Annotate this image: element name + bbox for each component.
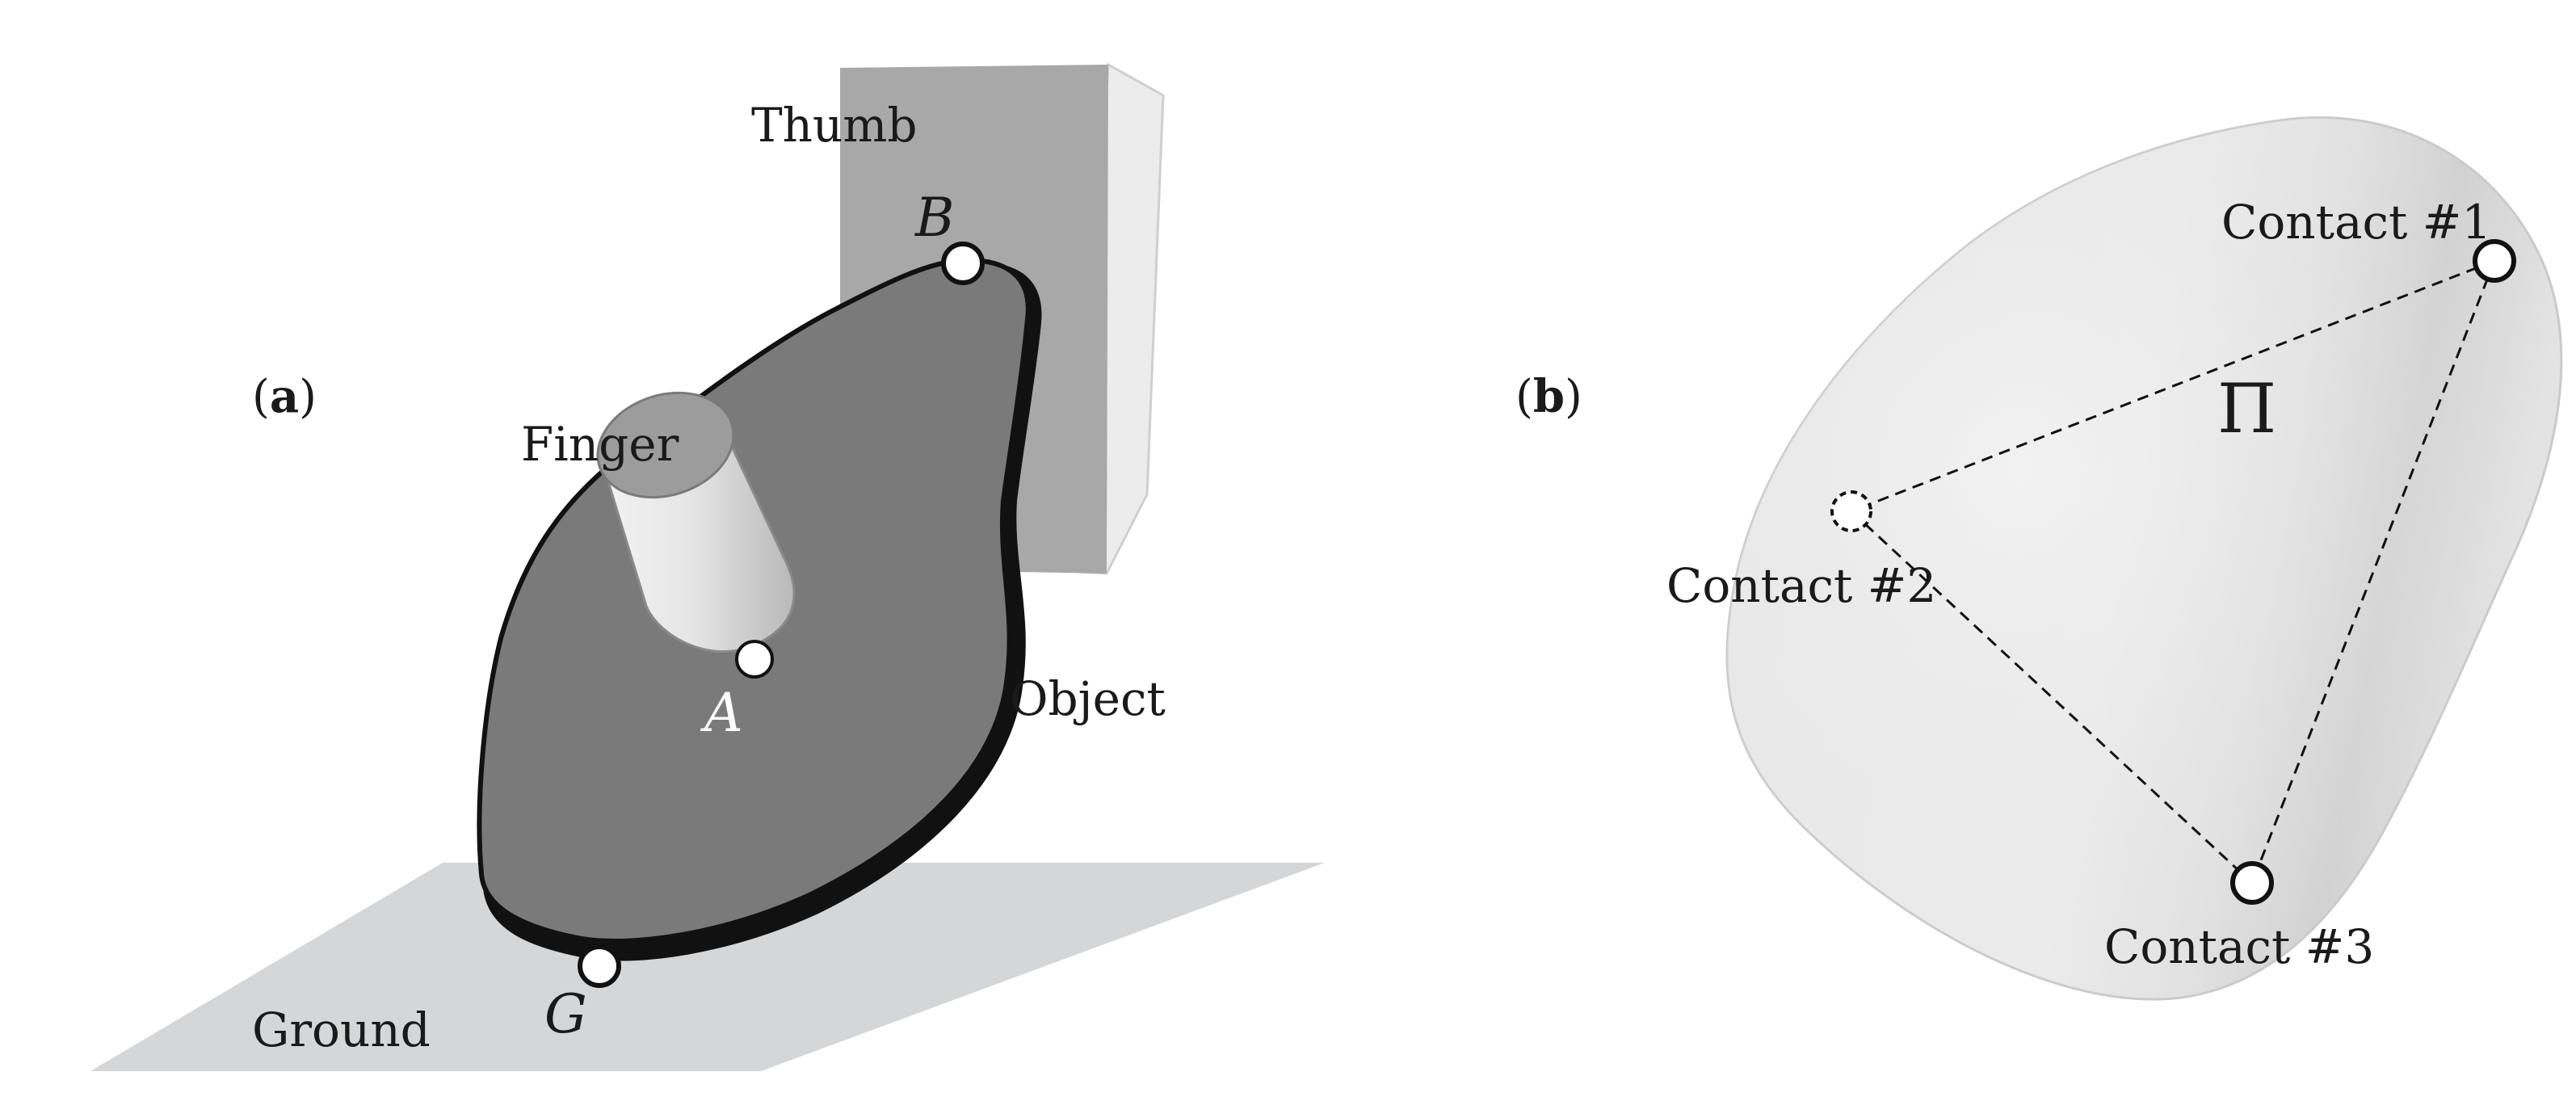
object-label: Object [1010,671,1166,726]
panel-b-label: (b) [1515,370,1582,423]
point-b-label: B [914,187,955,249]
contact-2-label: Contact #2 [1666,558,1936,613]
point-g-label: G [544,983,587,1045]
thumb-label: Thumb [751,98,918,153]
panel-b: (b) Π Contact #1 Contact #2 Contact #3 [1515,116,2563,1001]
edge-2-3 [1850,510,2254,885]
edge-1-2 [1851,259,2495,513]
contact-2-marker [1830,490,1872,532]
contact-3-marker [2230,861,2274,905]
finger-cylinder [596,391,796,653]
contact-1-label: Contact #1 [2221,195,2491,250]
plane-symbol: Π [2217,369,2276,448]
contact-3-label: Contact #3 [2104,919,2374,974]
point-g-marker [578,944,621,988]
panel-a-label: (a) [252,370,317,423]
blob-highlight [1727,117,2561,1000]
ground-plane [90,863,1325,1071]
point-a-label: A [700,682,743,744]
contact-triangle [1850,259,2496,885]
finger-top [596,391,735,499]
point-a-marker [735,640,774,679]
contact-1-marker [2473,239,2516,283]
finger-label: Finger [521,417,679,472]
ground-label: Ground [252,1002,431,1057]
point-b-marker [941,242,985,285]
panel-a: (a) Thumb Finger Object Ground B A G [90,62,1325,1071]
